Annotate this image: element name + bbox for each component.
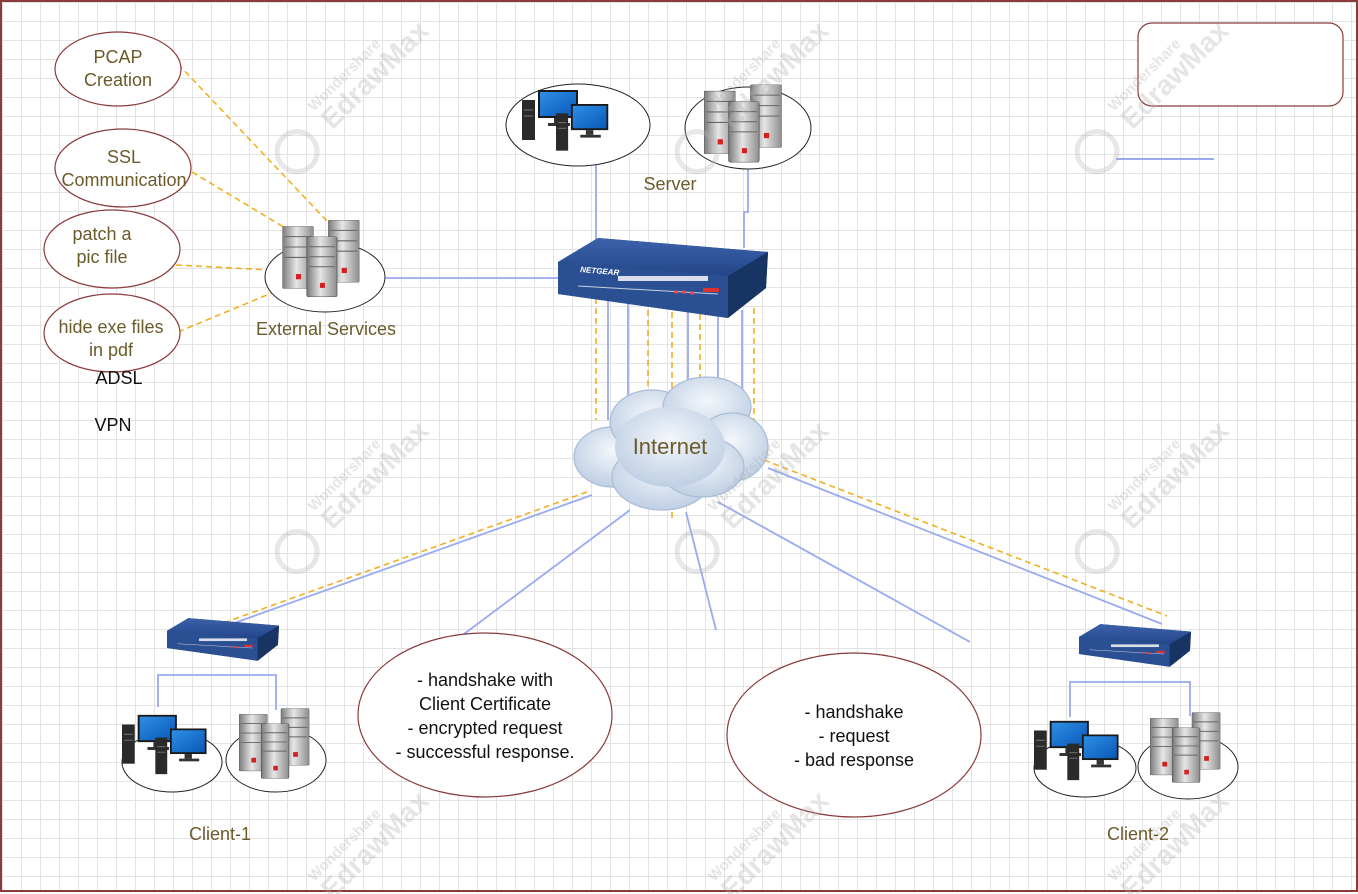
external-services-label: External Services — [255, 319, 397, 339]
link-pcap-to-external — [177, 63, 329, 223]
link-client1-lan — [157, 674, 277, 710]
internet-label: Internet — [632, 434, 708, 459]
watermark-6: Wondershare EdrawMax — [1074, 414, 1235, 575]
link-internet-open — [685, 511, 717, 631]
client1-router-icon — [167, 618, 279, 662]
link-patch-to-external — [175, 264, 271, 271]
link-client2-lan — [1069, 681, 1191, 717]
note-bubble-client1 — [357, 632, 613, 798]
legend-vpn-label: VPN — [94, 415, 132, 435]
watermark-7: Wondershare EdrawMax — [305, 784, 435, 894]
internet-cloud-icon — [573, 376, 769, 511]
link-internet-note1 — [463, 509, 631, 635]
router-brand-text: NETGEAR — [580, 265, 620, 277]
link-internet-client1-vpn — [225, 491, 588, 623]
vpn-links — [175, 63, 1168, 623]
link-internet-client1 — [225, 494, 593, 627]
service-bubble-pcap — [54, 31, 182, 107]
note-client2-text: - handshake - request - bad response — [793, 702, 915, 770]
legend-adsl-label: ADSL — [95, 368, 143, 388]
client2-label: Client-2 — [1106, 824, 1170, 844]
link-db-server-to-router — [743, 167, 749, 248]
link-ssl-to-external — [191, 171, 288, 230]
svg-text:EdrawMax: EdrawMax — [315, 784, 435, 894]
client2-router-icon — [1079, 624, 1191, 668]
service-bubbles — [43, 31, 192, 373]
note-client1-text: - handshake with Client Certificate - en… — [395, 670, 575, 762]
legend-box — [1137, 22, 1344, 107]
link-internet-note2 — [717, 501, 971, 643]
note-bubble-client2 — [726, 652, 982, 818]
watermark-4: Wondershare EdrawMax — [274, 414, 435, 575]
service-bubble-ssl — [54, 128, 192, 208]
svg-text:EdrawMax: EdrawMax — [715, 784, 835, 894]
main-router-icon — [557, 238, 769, 319]
server-label: Server — [643, 174, 697, 194]
client1-label: Client-1 — [188, 824, 252, 844]
service-bubble-patch — [43, 209, 181, 289]
link-internet-client2-vpn — [763, 459, 1168, 617]
link-internet-client2 — [767, 467, 1163, 625]
service-bubble-hide — [43, 293, 181, 373]
link-hide-to-external — [177, 291, 275, 333]
watermark-1: Wondershare EdrawMax — [274, 14, 435, 175]
